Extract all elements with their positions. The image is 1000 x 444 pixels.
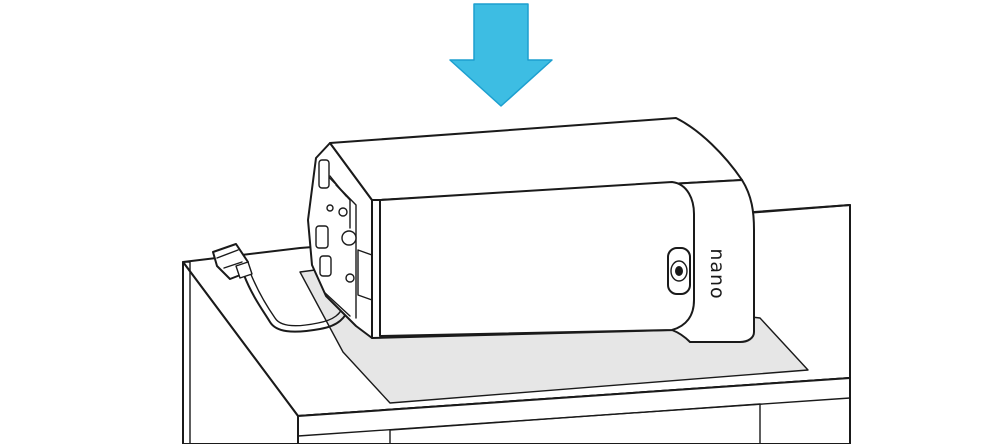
brand-label: nano [706,248,728,299]
drawer-line [389,403,761,444]
power-cable [212,243,351,333]
device-handle-recess [379,181,695,337]
cable-inner [249,271,345,327]
knob-icon [667,247,691,295]
nano-device: nano [307,117,755,343]
table-left-lip [182,261,191,444]
plug-strain-relief [235,261,253,279]
table-back-edge [739,204,851,214]
cable-outer [243,274,351,333]
power-plug [212,243,253,280]
table-left-side [182,261,299,444]
down-arrow-icon [449,3,553,107]
table-front-face [297,377,851,444]
rear-panel-details [315,159,373,319]
